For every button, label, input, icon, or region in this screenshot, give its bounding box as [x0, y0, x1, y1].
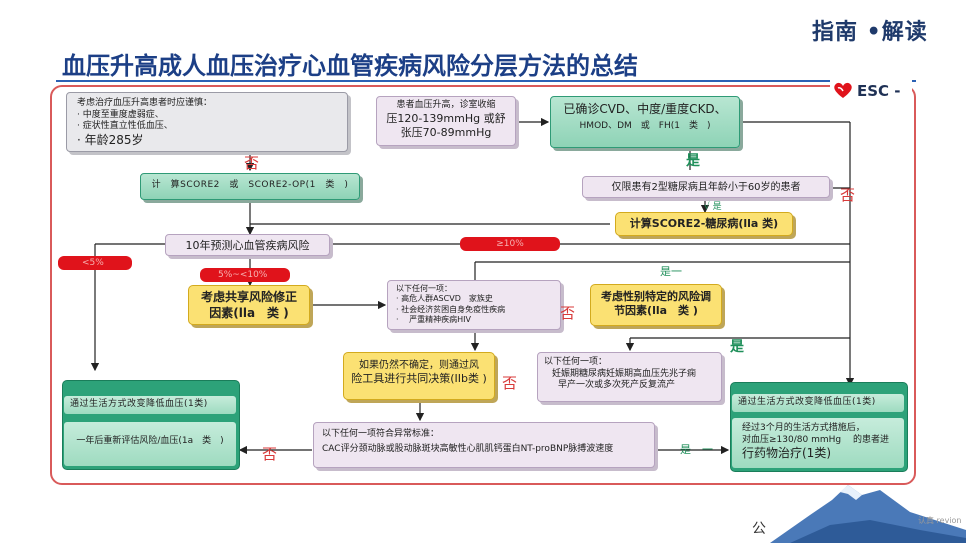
title-underline: [56, 80, 916, 82]
risk-modifiers-title: 以下任何一项：: [396, 284, 452, 293]
no-label: 否: [262, 445, 278, 463]
yes-label: 是: [730, 339, 744, 355]
risk-high-pill: ≥10%: [460, 237, 560, 251]
risk-modifiers-item: · 社会经济贫困自身免疫性疾病: [396, 304, 506, 314]
yes-dash-label: 是一: [660, 265, 682, 278]
lifestyle-left-box: 通过生活方式改变降低血压(1类): [64, 396, 236, 414]
mountain-decoration: [770, 485, 966, 543]
consider-item: · 中度至重度虚弱症、: [77, 109, 164, 120]
risk-modifiers-box: 以下任何一项： · 高危人群ASCVD 家族史 · 社会经济贫困自身免疫性疾病 …: [387, 280, 561, 330]
drug-line: 对血压≥130/80 mmHg 的患者进: [742, 434, 889, 445]
risk-mid-label: 5%~<10%: [218, 270, 268, 280]
no-label: 否: [244, 154, 260, 172]
watermark-text: 认真 revion: [918, 516, 962, 525]
yes-check-label: √ 是: [704, 202, 722, 212]
risk-modifiers-item: · 严重精神疾病HIV: [396, 315, 471, 325]
consider-title: 考虑治疗血压升高患者时应谨慎：: [77, 98, 213, 108]
gender-specific-box: 考虑性别特定的风险调 节因素(lla 类 ): [590, 284, 722, 326]
page-title: 血压升高成人血压治疗心血管疾病风险分层方法的总结: [62, 52, 638, 80]
consider-caution-box: 考虑治疗血压升高患者时应谨慎： · 中度至重度虚弱症、 · 症状性直立性低血压、…: [66, 92, 348, 152]
gender-specific-line: 节因素(lla 类 ): [614, 304, 698, 318]
shared-risk-box: 考虑共享风险修正 因素(lla 类 ): [188, 285, 310, 325]
pregnancy-box: 以下任何一项： 妊娠期糖尿病妊娠期高血压先兆子痫 早产一次或多次死产反复流产: [537, 352, 722, 402]
ten-year-risk-box: 10年预测心血管疾病风险: [165, 234, 330, 256]
reassess-box: 一年后重新评估风险/血压(1a 类 ): [64, 422, 236, 466]
risk-mid-pill: 5%~<10%: [200, 268, 290, 282]
drug-line: 行药物治疗(1类): [742, 446, 831, 461]
risk-low-pill: <5%: [58, 256, 132, 270]
risk-low-label: <5%: [82, 258, 104, 268]
patient-bp-box: 患者血压升高，诊室收缩 压120-139mmHg 或舒 张压70-89mmHg: [376, 96, 516, 146]
drug-therapy-box: 经过3个月的生活方式措施后， 对血压≥130/80 mmHg 的患者进 行药物治…: [732, 418, 904, 468]
shared-risk-line: 考虑共享风险修正: [200, 290, 297, 304]
shared-risk-line: 因素(lla 类 ): [209, 305, 289, 320]
no-label: 否: [560, 304, 576, 322]
drug-line: 经过3个月的生活方式措施后，: [742, 423, 865, 433]
risk-high-label: ≥10%: [496, 239, 524, 249]
patient-bp-line: 患者血压升高，诊室收缩: [396, 100, 496, 110]
diagram-frame: [50, 85, 916, 485]
shared-decision-line: 险工具进行共同决策(IIb类 ): [351, 372, 487, 385]
pregnancy-line: 早产一次或多次死产反复流产: [558, 380, 676, 391]
yes-label: 是: [686, 153, 700, 169]
pregnancy-line: 妊娠期糖尿病妊娠期高血压先兆子痫: [552, 368, 697, 379]
esc-logo-text: ESC -: [857, 82, 901, 100]
no-label: 否: [502, 374, 518, 392]
patient-bp-line: 压120-139mmHg 或舒: [386, 111, 506, 125]
confirmed-line: HMOD、DM 或 FH(1 类 ): [579, 120, 711, 131]
shared-decision-box: 如果仍然不确定，则通过风 险工具进行共同决策(IIb类 ): [343, 352, 495, 400]
abnormal-title: 以下任何一项符合异常标准：: [322, 429, 440, 439]
consider-item: · 年龄285岁: [77, 133, 144, 148]
heart-icon: [834, 82, 852, 98]
consider-item: · 症状性直立性低血压、: [77, 121, 173, 132]
brand-text: 指南 •解读: [812, 19, 928, 45]
confirmed-line: 已确诊CVD、中度/重度CKD、: [563, 102, 727, 116]
pregnancy-title: 以下任何一项：: [544, 357, 608, 367]
diabetes-only-box: 仅限患有2型糖尿病且年龄小于60岁的患者: [582, 176, 830, 198]
patient-bp-line: 张压70-89mmHg: [400, 125, 492, 139]
lifestyle-right-box: 通过生活方式改变降低血压(1类): [732, 394, 904, 412]
abnormal-criteria-box: 以下任何一项符合异常标准： CAC评分颈动脉或股动脉斑块高敏性心肌肌钙蛋白NT-…: [313, 422, 655, 468]
gender-specific-line: 考虑性别特定的风险调: [601, 290, 711, 303]
confirmed-disease-box: 已确诊CVD、中度/重度CKD、 HMOD、DM 或 FH(1 类 ): [550, 96, 740, 148]
shared-decision-line: 如果仍然不确定，则通过风: [359, 360, 479, 371]
bottom-char: 公: [752, 521, 766, 537]
risk-modifiers-item: · 高危人群ASCVD 家族史: [396, 294, 493, 304]
score2-box: 计 算SCORE2 或 SCORE2-OP(1 类 ): [140, 173, 360, 200]
abnormal-line: CAC评分颈动脉或股动脉斑块高敏性心肌肌钙蛋白NT-proBNP脉搏波速度: [322, 443, 614, 454]
yes-bottom-label: 是 一: [680, 443, 713, 456]
no-label: 否: [840, 186, 856, 204]
score2-diabetes-box: 计算SCORE2-糖尿病(lla 类): [615, 212, 793, 236]
